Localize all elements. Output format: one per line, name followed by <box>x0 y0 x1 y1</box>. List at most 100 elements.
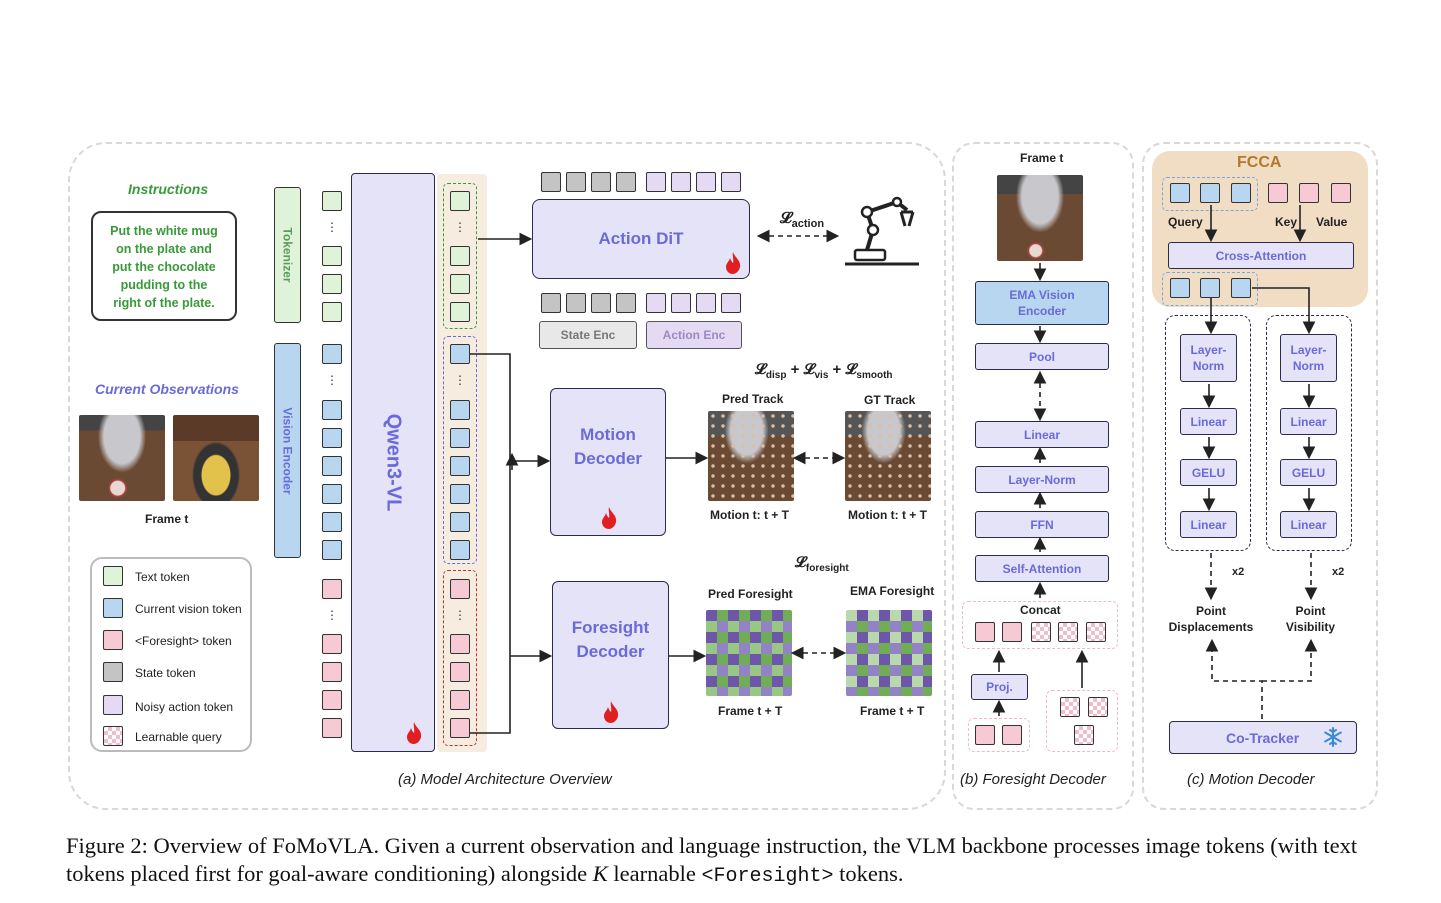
ffn-label: FFN <box>1030 517 1054 532</box>
query-learnable-token <box>1074 725 1094 745</box>
loss-disp-sub: disp <box>765 370 787 381</box>
input-vision-token <box>322 484 342 504</box>
concat-learnable-token <box>1031 622 1051 642</box>
output-vision-token <box>450 400 470 420</box>
fcca-output-token <box>1200 278 1220 298</box>
output-vision-token <box>450 484 470 504</box>
input-text-token <box>322 246 342 266</box>
query-token <box>1170 183 1190 203</box>
loss-plus-2: + <box>828 361 846 378</box>
proj-label: Proj. <box>986 680 1013 694</box>
fcca-output-group <box>1162 272 1258 306</box>
fd-linear-block: Linear <box>975 421 1109 448</box>
cross-attention-block: Cross-Attention <box>1168 242 1354 269</box>
fcca-output-token <box>1170 278 1190 298</box>
legend-swatch-noisy <box>103 695 123 715</box>
head2-layer-norm-label: Layer- Norm <box>1290 343 1327 373</box>
flame-icon-action-dit <box>726 252 741 274</box>
enc-state-token <box>541 293 561 313</box>
concat-learnable-token <box>1058 622 1078 642</box>
input-vision-token <box>322 344 342 364</box>
legend-swatch-text <box>103 566 123 586</box>
motion-decoder-block: Motion Decoder <box>550 388 666 536</box>
head1-linear-1-label: Linear <box>1190 414 1227 429</box>
input-foresight-token <box>322 579 342 599</box>
enc-action-token <box>696 293 716 313</box>
legend-noisy-token: Noisy action token <box>135 700 234 714</box>
foresight-decoder-label: Foresight Decoder <box>571 618 650 661</box>
legend-text-token: Text token <box>135 570 190 584</box>
co-tracker-block: Co-Tracker <box>1169 721 1357 754</box>
legend-swatch-foresight <box>103 630 123 650</box>
query-token <box>1231 183 1251 203</box>
caption-text-2: learnable <box>607 861 702 886</box>
state-enc-block: State Enc <box>539 321 637 349</box>
panel-model-architecture <box>68 142 946 810</box>
state-enc-label: State Enc <box>560 328 616 342</box>
head2-linear-1-label: Linear <box>1290 414 1327 429</box>
output-vision-token <box>450 344 470 364</box>
legend-vision-token: Current vision token <box>135 602 242 616</box>
fcca-output-token <box>1231 278 1251 298</box>
input-text-dots: ⋮ <box>326 220 338 234</box>
output-foresight-token <box>450 662 470 682</box>
pred-track-image <box>708 411 794 501</box>
proj-input-token <box>1002 725 1022 745</box>
instruction-line-4: pudding to the <box>120 278 208 292</box>
input-vision-token <box>322 400 342 420</box>
output-text-group <box>443 183 477 329</box>
head2-layer-norm-block: Layer- Norm <box>1280 334 1337 382</box>
enc-state-token <box>616 293 636 313</box>
loss-disp-symbol: 𝓛 <box>755 361 766 378</box>
output-vision-token <box>450 540 470 560</box>
x2-label-1: x2 <box>1232 566 1245 578</box>
input-foresight-token <box>322 662 342 682</box>
output-text-dots: ⋮ <box>454 220 466 234</box>
action-dit-label: Action DiT <box>598 229 684 248</box>
tokenizer-block: Tokenizer <box>274 187 301 323</box>
caption-text-3: tokens. <box>833 861 904 886</box>
legend-learnable-query: Learnable query <box>135 730 222 744</box>
loss-foresight-subscript: foresight <box>805 563 849 574</box>
output-foresight-group <box>443 570 477 746</box>
instruction-line-1: Put the white mug <box>110 224 218 238</box>
key-value-token <box>1268 183 1288 203</box>
dit-state-token <box>566 172 586 192</box>
ema-vision-encoder-block: EMA Vision Encoder <box>975 281 1109 325</box>
point-displacements-label: Point Displacements <box>1168 604 1254 634</box>
flame-icon-motion-decoder <box>602 507 617 529</box>
head2-linear-1-block: Linear <box>1280 408 1337 435</box>
key-value-token <box>1299 183 1319 203</box>
fcca-title: FCCA <box>1237 154 1282 171</box>
loss-action-label: 𝓛action <box>780 210 824 230</box>
dit-action-token <box>646 172 666 192</box>
action-enc-label: Action Enc <box>662 328 726 342</box>
query-token-group <box>1162 177 1258 211</box>
cross-attention-label: Cross-Attention <box>1215 248 1307 263</box>
loss-action-symbol: 𝓛 <box>780 210 792 227</box>
head2-linear-2-label: Linear <box>1290 517 1327 532</box>
input-vision-dots: ⋮ <box>326 373 338 387</box>
ema-vision-encoder-label: EMA Vision Encoder <box>1009 288 1075 318</box>
loss-foresight-symbol: 𝓛 <box>795 554 806 571</box>
flame-icon-backbone <box>407 722 422 744</box>
pool-block: Pool <box>975 343 1109 370</box>
dit-action-token <box>696 172 716 192</box>
output-foresight-token <box>450 690 470 710</box>
input-foresight-token <box>322 690 342 710</box>
input-foresight-token <box>322 634 342 654</box>
output-vision-group <box>443 336 477 564</box>
self-attention-label: Self-Attention <box>1002 561 1082 576</box>
concat-foresight-token <box>975 622 995 642</box>
output-vision-dots: ⋮ <box>454 373 466 387</box>
output-vision-token <box>450 456 470 476</box>
ffn-block: FFN <box>975 511 1109 538</box>
head2-gelu-block: GELU <box>1280 459 1337 486</box>
panel-a-label: (a) Model Architecture Overview <box>398 771 612 788</box>
proj-input-group <box>968 718 1030 752</box>
input-foresight-dots: ⋮ <box>326 608 338 622</box>
dit-state-token <box>616 172 636 192</box>
legend-state-token: State token <box>135 666 196 680</box>
foresight-decoder-block: Foresight Decoder <box>552 581 669 729</box>
frame-caption-ema: Frame t + T <box>860 704 925 718</box>
